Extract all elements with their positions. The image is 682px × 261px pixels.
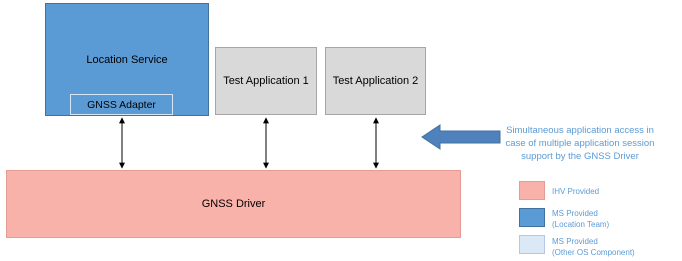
legend-label-ms-location: MS Provided (Location Team) bbox=[552, 208, 609, 230]
note-line-2: case of multiple application session bbox=[505, 138, 655, 149]
test-application-1-label: Test Application 1 bbox=[223, 75, 309, 87]
legend-ihv-text: IHV Provided bbox=[552, 187, 600, 196]
test-application-2-box: Test Application 2 bbox=[325, 47, 426, 115]
legend-swatch-ihv bbox=[519, 181, 545, 200]
legend-swatch-ms-other bbox=[519, 235, 545, 254]
note-line-1: Simultaneous application access in bbox=[506, 125, 654, 136]
gnss-adapter-box: GNSS Adapter bbox=[70, 94, 173, 115]
legend-ms-other-line-2: (Other OS Component) bbox=[552, 248, 635, 257]
simultaneous-access-note: Simultaneous application access in case … bbox=[478, 124, 682, 163]
location-service-label: Location Service bbox=[86, 54, 168, 66]
gnss-driver-box: GNSS Driver bbox=[6, 170, 461, 238]
legend-ms-location-line-1: MS Provided bbox=[552, 209, 598, 218]
legend-swatch-ms-location bbox=[519, 208, 545, 227]
note-arrow-icon bbox=[421, 124, 501, 150]
test-application-1-box: Test Application 1 bbox=[215, 47, 317, 115]
legend-ms-other-line-1: MS Provided bbox=[552, 237, 598, 246]
test-application-2-label: Test Application 2 bbox=[332, 75, 419, 87]
gnss-adapter-label: GNSS Adapter bbox=[87, 98, 156, 111]
legend-label-ms-other: MS Provided (Other OS Component) bbox=[552, 236, 635, 258]
legend-label-ihv: IHV Provided bbox=[552, 186, 599, 197]
gnss-driver-label: GNSS Driver bbox=[201, 198, 266, 210]
note-line-3: support by the GNSS Driver bbox=[521, 151, 639, 162]
legend-ms-location-line-2: (Location Team) bbox=[552, 220, 610, 229]
